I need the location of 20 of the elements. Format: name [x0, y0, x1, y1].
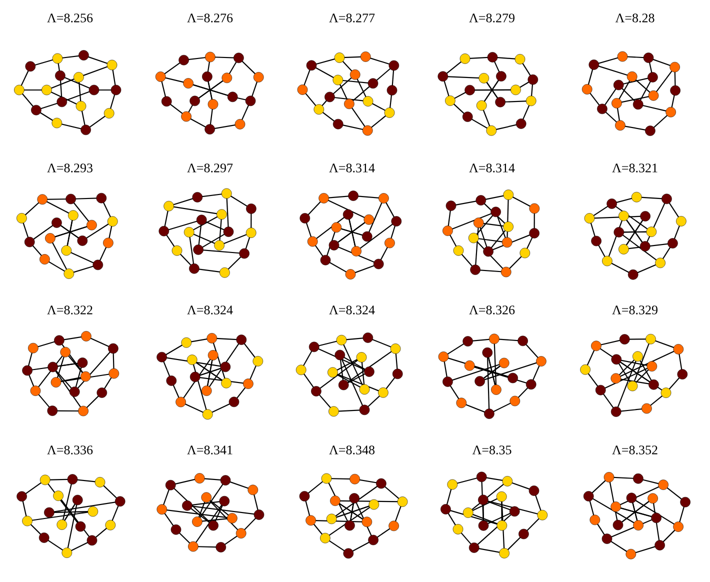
value-label: Λ=8.348: [329, 446, 374, 454]
value-label: Λ=8.314: [329, 164, 375, 172]
value-label: Λ=8.277: [329, 14, 375, 22]
value-label: Λ=8.336: [47, 446, 93, 454]
value-label: Λ=8.35: [472, 446, 512, 454]
value-label: Λ=8.352: [612, 446, 658, 454]
value-label: Λ=8.341: [187, 446, 232, 454]
value-label: Λ=8.314: [469, 164, 515, 172]
value-label: Λ=8.329: [612, 306, 658, 314]
value-label: Λ=8.256: [47, 14, 93, 22]
value-label: Λ=8.279: [469, 14, 514, 22]
value-label: Λ=8.276: [187, 14, 233, 22]
value-label: Λ=8.322: [47, 306, 92, 314]
value-label: Λ=8.324: [187, 306, 233, 314]
value-label: Λ=8.28: [615, 14, 654, 22]
value-label: Λ=8.293: [47, 164, 92, 172]
value-label: Λ=8.297: [187, 164, 233, 172]
value-label: Λ=8.324: [329, 306, 375, 314]
value-label: Λ=8.321: [612, 164, 658, 172]
value-label: Λ=8.326: [469, 306, 515, 314]
